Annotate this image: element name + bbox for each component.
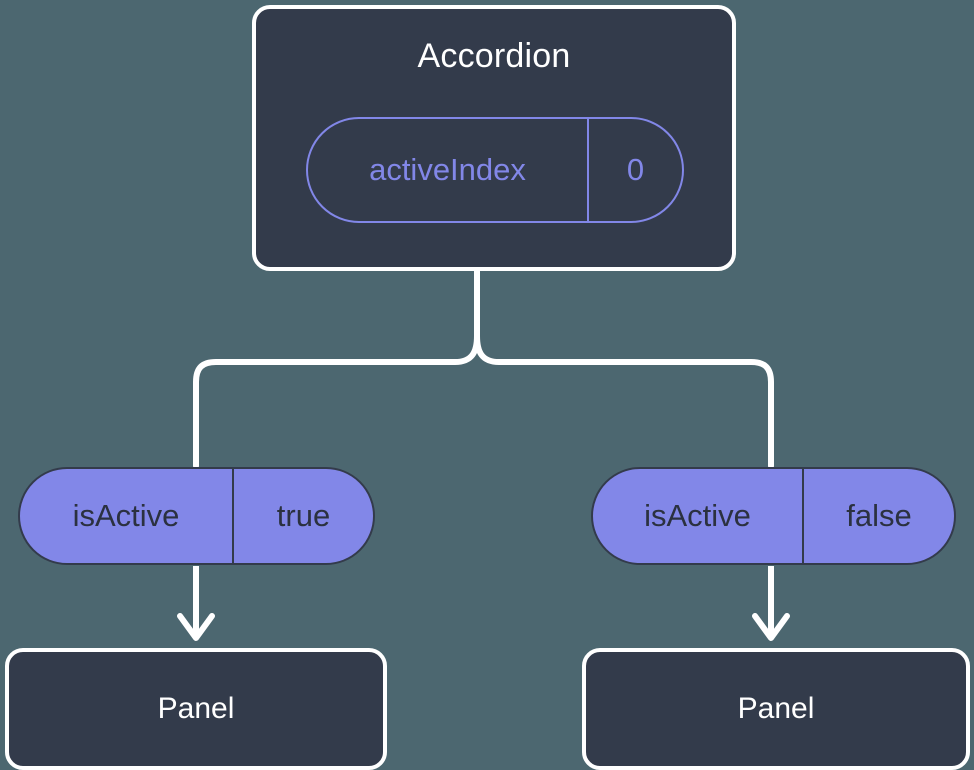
prop-pill-value: false (802, 469, 954, 563)
panel-node-label: Panel (737, 692, 815, 725)
prop-pill-key: isActive (644, 498, 751, 533)
prop-pill-value: true (232, 469, 373, 563)
accordion-node-label: Accordion (417, 37, 571, 75)
state-pill-key: activeIndex (369, 152, 526, 187)
branch-line-right (474, 333, 774, 469)
branch-line-left (193, 333, 480, 469)
panel-node-left[interactable]: Panel (5, 648, 387, 770)
state-pill-active-index[interactable]: activeIndex 0 (306, 117, 684, 223)
arrow-head-right (752, 613, 790, 641)
arrow-head-left (177, 613, 215, 641)
prop-pill-is-active-false[interactable]: isActive false (591, 467, 956, 565)
panel-node-right[interactable]: Panel (582, 648, 970, 770)
state-pill-value: 0 (587, 119, 682, 221)
prop-pill-key: isActive (72, 498, 180, 533)
panel-node-label: Panel (157, 692, 235, 725)
prop-pill-is-active-true[interactable]: isActive true (18, 467, 375, 565)
